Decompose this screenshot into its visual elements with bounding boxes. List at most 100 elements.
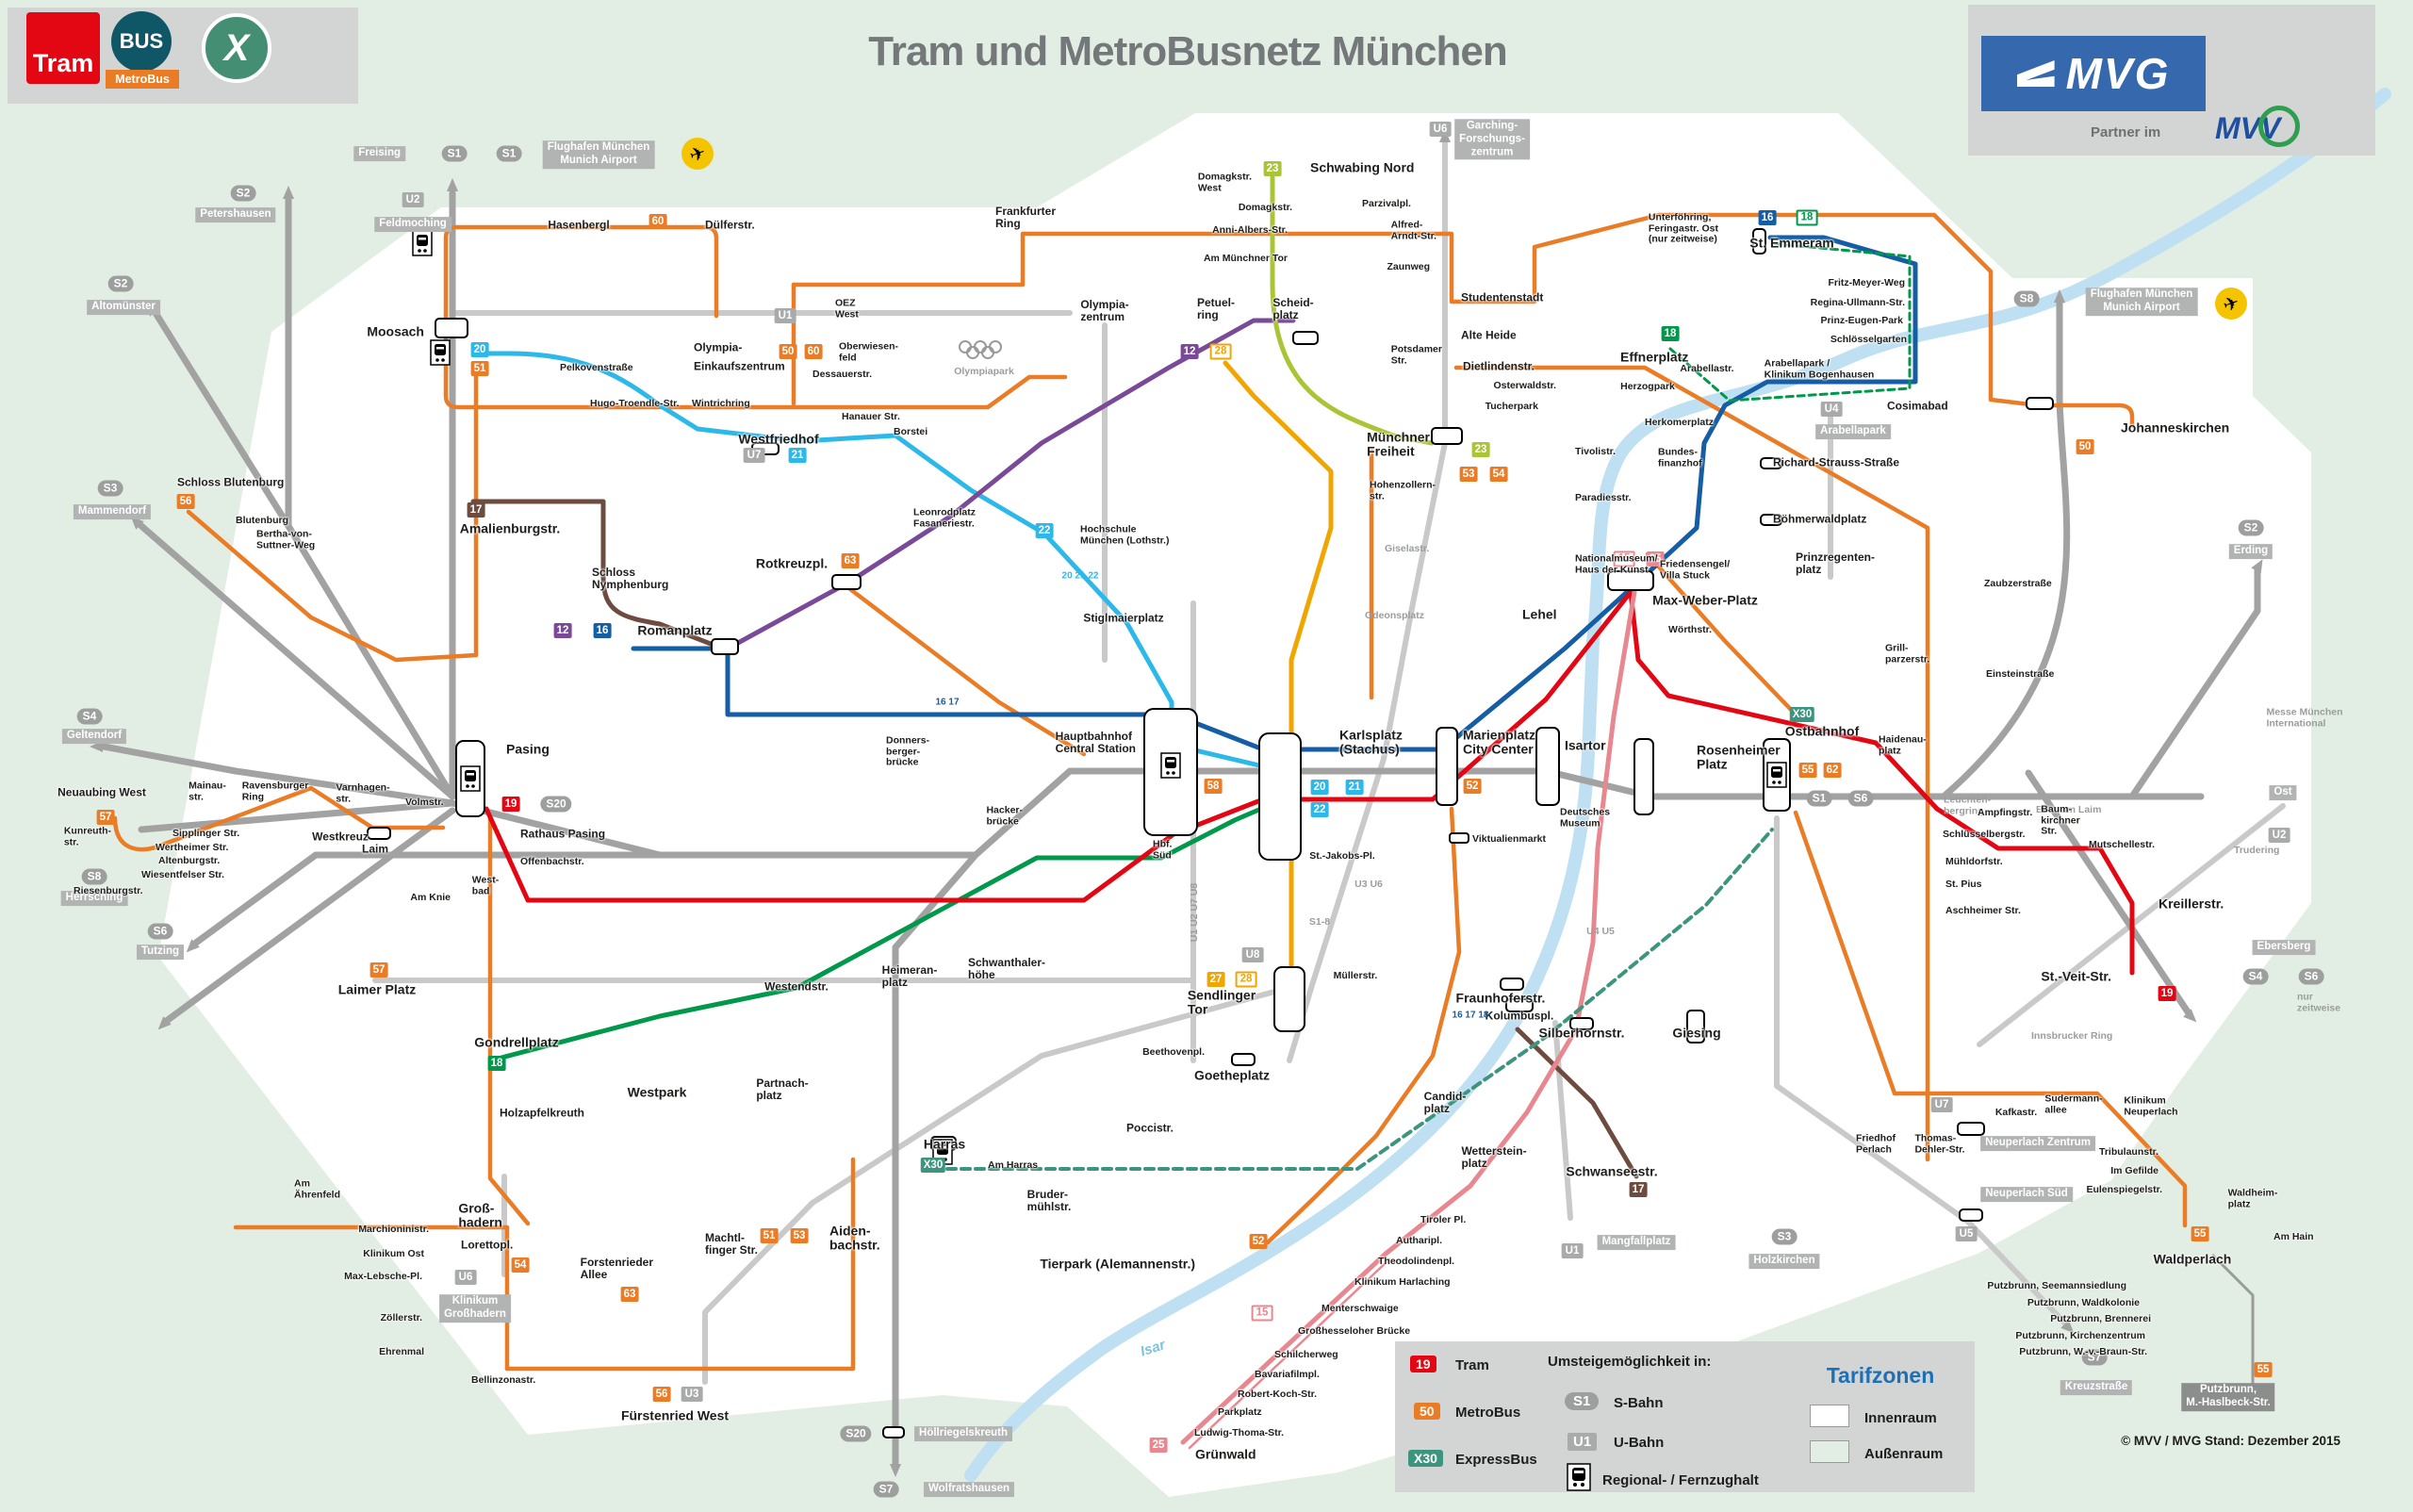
- line-badge: 19: [501, 797, 520, 812]
- station-label: Lorettopl.: [461, 1238, 514, 1252]
- station-label: Baum- kirchner Str.: [2041, 803, 2080, 837]
- legend-ubahn-label: U-Bahn: [1614, 1435, 1665, 1451]
- station-label: Sipplinger Str.: [172, 828, 240, 840]
- station-label: Fritz-Meyer-Weg: [1828, 277, 1905, 289]
- station-label: Offenbachstr.: [520, 856, 584, 868]
- station-label: Klinikum Harlaching: [1354, 1276, 1451, 1289]
- destination-box: Geltendorf: [61, 729, 127, 744]
- line-badge: 18: [487, 1056, 506, 1071]
- line-badge: 27: [1206, 972, 1225, 987]
- station-label: Schloss Nymphenburg: [592, 565, 669, 591]
- station-label: Zaubzerstraße: [1984, 578, 2052, 590]
- line-s-bahn: [152, 309, 292, 530]
- line-badge: 12: [553, 623, 572, 638]
- station-label: U3 U6: [1354, 879, 1383, 891]
- station-label: Gondrellplatz: [474, 1034, 559, 1050]
- destination-box: Wolfratshausen: [923, 1482, 1015, 1497]
- station-label: Schloss Blutenburg: [177, 475, 285, 489]
- station-label: Robert-Koch-Str.: [1238, 1389, 1317, 1401]
- sbahn-line-badge: S6: [147, 923, 173, 940]
- station-label: Schwanseestr.: [1566, 1163, 1658, 1179]
- direction-arrow: [157, 1016, 172, 1030]
- line-badge: 54: [1489, 467, 1508, 482]
- station-label: Regina-Ullmann-Str.: [1810, 297, 1905, 309]
- line-badge: 62: [1823, 763, 1842, 778]
- station-label: Prinzregenten- platz: [1796, 550, 1876, 576]
- station-label: Mutschellestr.: [2089, 839, 2156, 851]
- regional-train-icon: [435, 358, 439, 362]
- station-label: Am Knie: [410, 892, 451, 904]
- station-label: Hohenzollern- str.: [1370, 479, 1436, 501]
- mvg-swoosh-icon: [2016, 60, 2055, 87]
- station-label: Münchner Freiheit: [1367, 429, 1430, 459]
- sbahn-line-badge: S20: [840, 1425, 872, 1442]
- regional-train-icon: [441, 358, 445, 362]
- station-label: Ludwig-Thoma-Str.: [1194, 1427, 1285, 1439]
- station-label: Wertheimer Str.: [156, 842, 229, 854]
- station-label: Prinz-Eugen-Park: [1820, 315, 1903, 327]
- station-label: Giselastr.: [1385, 543, 1430, 555]
- direction-arrow: [90, 741, 103, 752]
- station-label: Haidenau- platz: [1879, 733, 1927, 756]
- airport-icon: ✈: [2210, 283, 2252, 324]
- station-hub: [2026, 397, 2054, 410]
- station-label: Thomas- Dehler-Str.: [1914, 1132, 1965, 1155]
- line-tram-17: [1515, 1027, 1639, 1179]
- station-label: Tribulaunstr.: [2098, 1146, 2159, 1159]
- line-badge: 25: [1149, 1438, 1168, 1453]
- line-badge: 55: [1798, 763, 1817, 778]
- line-metrobus: [791, 212, 2135, 429]
- station-label: Volmstr.: [405, 797, 444, 809]
- line-badge: 60: [804, 344, 823, 359]
- station-hub: [1505, 998, 1534, 1012]
- station-label: Donners- berger- brücke: [886, 734, 930, 768]
- station-label: Waldheim- platz: [2227, 1187, 2278, 1209]
- station-label: Großhesseloher Brücke: [1298, 1325, 1411, 1338]
- line-badge: 25: [1646, 551, 1665, 567]
- sbahn-line-badge: S6: [1847, 790, 1874, 807]
- line-tram-23: [1270, 174, 1435, 446]
- line-badge: 22: [1310, 802, 1329, 817]
- line-badge: 58: [1204, 779, 1223, 794]
- station-label: Scheid- platz: [1272, 295, 1314, 321]
- regional-train-icon: [423, 249, 427, 253]
- line-s-bahn: [892, 851, 979, 1467]
- direction-arrow: [2251, 559, 2263, 574]
- sbahn-line-badge: S20: [540, 796, 572, 813]
- station-label: Viktualienmarkt: [1472, 833, 1547, 846]
- station-label: Dietlindenstr.: [1463, 359, 1535, 373]
- station-label: Olympia- zentrum: [1080, 297, 1129, 323]
- station-label: Giesing: [1672, 1025, 1721, 1041]
- station-label: Arabellapark / Klinikum Bogenhausen: [1764, 357, 1875, 380]
- station-label: Richard-Strauss-Straße: [1773, 455, 1900, 469]
- station-hub: [1569, 1017, 1594, 1030]
- station-label: Tucherpark: [1485, 401, 1538, 413]
- expressbus-logo: X: [202, 13, 271, 83]
- station-label: Dessauerstr.: [813, 369, 873, 381]
- line-s-bahn: [100, 743, 456, 807]
- line-badge: 15: [1251, 1305, 1273, 1322]
- station-hub: [1449, 832, 1469, 844]
- destination-box: Flughafen München Munich Airport: [542, 140, 655, 169]
- line-s-bahn: [192, 851, 664, 946]
- innenraum-label: Innenraum: [1864, 1410, 1937, 1426]
- station-label: Anni-Albers-Str.: [1212, 224, 1288, 237]
- destination-box: Neuperlach Süd: [1980, 1187, 2073, 1202]
- station-hub: [1607, 570, 1654, 591]
- station-label: Bavariafilmpl.: [1255, 1369, 1320, 1381]
- line-badge: 55: [2191, 1226, 2209, 1241]
- legend-ubahn-badge: U1: [1568, 1433, 1598, 1451]
- station-hub: [711, 638, 739, 655]
- line-u-bahn: [1774, 815, 1971, 1224]
- line-tram-16: [631, 235, 1918, 752]
- sbahn-line-badge: S8: [2013, 290, 2040, 307]
- station-hub: [1752, 228, 1766, 255]
- line-s-bahn: [2128, 567, 2261, 800]
- line-badge: 53: [1459, 467, 1478, 482]
- metrobus-logo: MetroBus: [106, 70, 179, 89]
- regional-train-icon: [1172, 771, 1175, 775]
- station-label: nur zeitweise: [2296, 991, 2341, 1013]
- station-label: Pasing: [506, 741, 550, 757]
- line-metrobus: [1793, 810, 2188, 1228]
